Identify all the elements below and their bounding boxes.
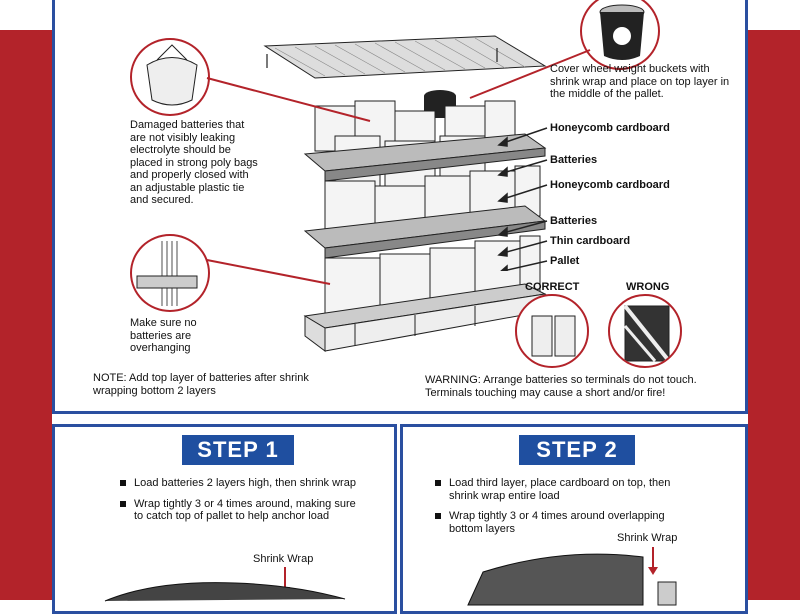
battery-pallet-illustration <box>263 35 547 352</box>
bucket-note: Cover wheel weight buckets with shrink w… <box>550 63 730 100</box>
step1-wrap-illustration <box>104 567 346 602</box>
overhang-note: Make sure no batteries are overhanging <box>130 317 197 354</box>
step2-wrap-illustration <box>467 547 677 606</box>
warning-note: WARNING: Arrange batteries so terminals … <box>425 374 697 399</box>
damaged-battery-circle <box>130 38 210 116</box>
right-red-band <box>748 30 800 600</box>
overhang-circle <box>130 234 210 312</box>
bucket-callout-line <box>469 49 591 99</box>
label-honeycomb-middle: Honeycomb cardboard <box>550 179 670 191</box>
correct-label: CORRECT <box>525 281 580 293</box>
bottom-note: NOTE: Add top layer of batteries after s… <box>93 372 309 397</box>
step2-panel: STEP 2 Load third layer, place cardboard… <box>400 424 748 614</box>
overhang-callout-line <box>206 259 331 285</box>
step1-title: STEP 1 <box>182 435 294 465</box>
label-batteries-top: Batteries <box>550 154 598 166</box>
step1-bullets: Load batteries 2 layers high, then shrin… <box>120 477 360 531</box>
wrong-circle <box>608 294 682 368</box>
step1-shrink-wrap-label: Shrink Wrap <box>253 553 314 565</box>
step1-bullet-1: Load batteries 2 layers high, then shrin… <box>120 477 360 490</box>
step2-bullet-1: Load third layer, place cardboard on top… <box>435 477 695 502</box>
step2-shrink-wrap-label: Shrink Wrap <box>617 532 678 544</box>
damaged-callout-line <box>206 77 371 122</box>
correct-circle <box>515 294 589 368</box>
left-red-band <box>0 30 52 600</box>
layer-label-arrows <box>497 127 548 271</box>
label-batteries-bottom: Batteries <box>550 215 598 227</box>
step1-bullet-2: Wrap tightly 3 or 4 times around, making… <box>120 498 360 523</box>
damaged-battery-note: Damaged batteries that are not visibly l… <box>130 119 258 206</box>
wrong-label: WRONG <box>626 281 670 293</box>
step1-panel: STEP 1 Load batteries 2 layers high, the… <box>52 424 397 614</box>
step2-bullet-2: Wrap tightly 3 or 4 times around overlap… <box>435 510 695 535</box>
pallet-diagram-panel: Cover wheel weight buckets with shrink w… <box>52 0 748 414</box>
label-thin-cardboard: Thin cardboard <box>550 235 631 247</box>
bucket-callout-circle <box>580 0 660 70</box>
label-honeycomb-top: Honeycomb cardboard <box>550 122 670 134</box>
step2-title: STEP 2 <box>519 435 635 465</box>
step2-bullets: Load third layer, place cardboard on top… <box>435 477 695 543</box>
label-pallet: Pallet <box>550 255 580 267</box>
